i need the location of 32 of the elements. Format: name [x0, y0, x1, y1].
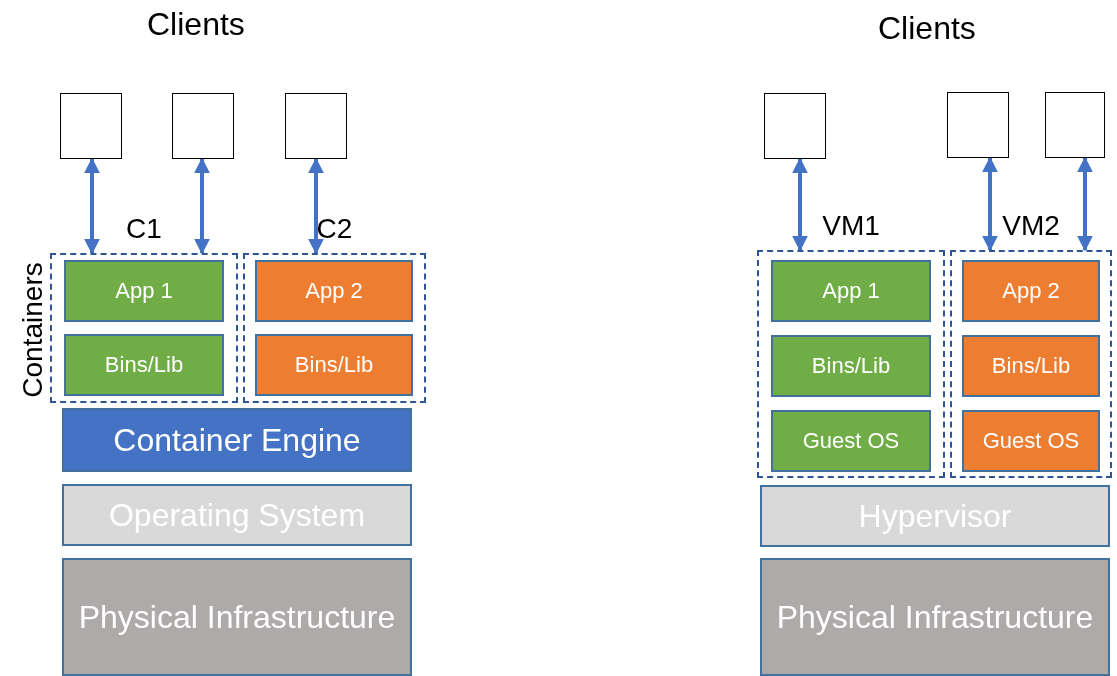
stack-layer-box: Guest OS: [962, 410, 1100, 472]
stack-layer-box: App 2: [255, 260, 413, 322]
group-label: VM1: [822, 210, 880, 243]
stack-layer-box: Bins/Lib: [255, 334, 413, 396]
client-box: [1045, 92, 1105, 158]
heading: Clients: [878, 10, 976, 47]
client-box: [947, 92, 1009, 158]
double-arrow: [792, 157, 808, 252]
client-box: [764, 93, 826, 159]
double-arrow: [194, 157, 210, 255]
double-arrow: [1077, 156, 1093, 252]
double-arrow: [308, 157, 324, 255]
stack-layer-box: App 1: [64, 260, 224, 322]
double-arrow: [982, 156, 998, 252]
vertical-label: Containers: [16, 262, 49, 398]
client-box: [285, 93, 347, 159]
client-box: [172, 93, 234, 159]
stack-layer-box: Bins/Lib: [64, 334, 224, 396]
group-label: C1: [126, 213, 162, 246]
stack-layer-box: Physical Infrastructure: [760, 558, 1110, 676]
client-box: [60, 93, 122, 159]
stack-layer-box: App 2: [962, 260, 1100, 322]
stack-layer-box: Bins/Lib: [962, 335, 1100, 397]
heading: Clients: [147, 6, 245, 43]
group-label: VM2: [1002, 210, 1060, 243]
stack-layer-box: Bins/Lib: [771, 335, 931, 397]
stack-layer-box: Physical Infrastructure: [62, 558, 412, 676]
double-arrow: [84, 157, 100, 255]
stack-layer-box: Guest OS: [771, 410, 931, 472]
stack-layer-box: App 1: [771, 260, 931, 322]
group-label: C2: [316, 213, 353, 246]
stack-layer-box: Container Engine: [62, 408, 412, 472]
